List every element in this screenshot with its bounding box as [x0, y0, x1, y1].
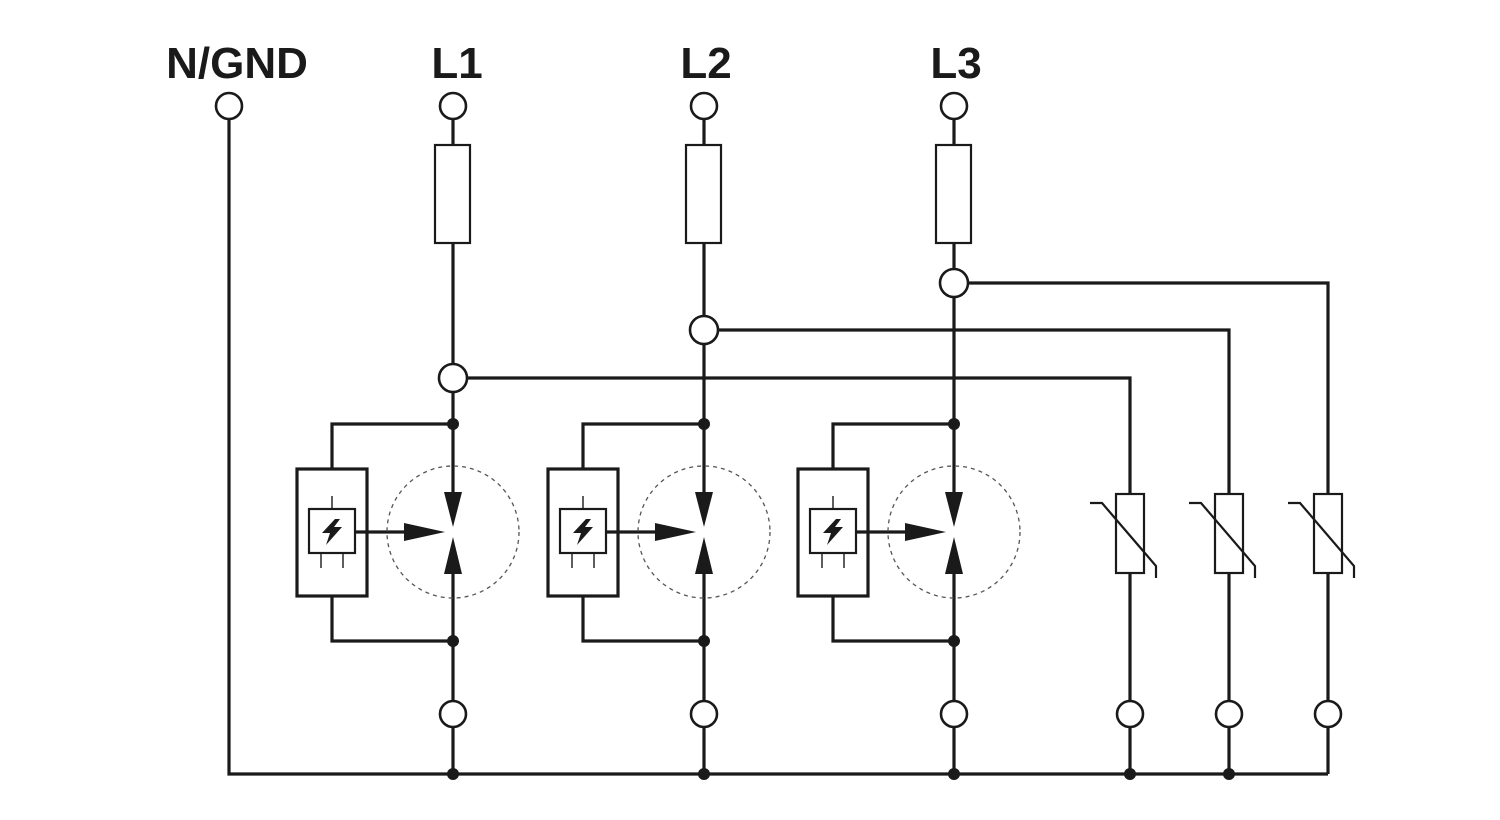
spark-gap-lower-electrode-l2 [695, 537, 713, 574]
lightning-icon-l2 [573, 519, 593, 545]
bus-junction-l1 [447, 768, 459, 780]
l2-varistor-tap [718, 328, 1231, 494]
node-l3 [938, 267, 970, 299]
bus-junction-var2 [1223, 768, 1235, 780]
terminal-n-gnd [214, 91, 244, 121]
terminal-l2-top [689, 91, 719, 121]
fuse-l3 [934, 143, 973, 245]
l3-varistor-tap [968, 281, 1330, 494]
phase-l2-branch [546, 91, 771, 729]
spark-gap-outline-l2 [637, 465, 771, 599]
fuse-l2 [684, 143, 723, 245]
label-l3: L3 [930, 39, 981, 88]
spark-gap-outline-l3 [887, 465, 1021, 599]
lightning-icon-l3 [823, 519, 843, 545]
spark-gap-outline-l1 [386, 465, 520, 599]
label-n-gnd: N/GND [166, 39, 308, 88]
label-l2: L2 [680, 39, 731, 88]
phase-l1-branch [295, 91, 520, 729]
terminal-l3-top [939, 91, 969, 121]
phase-l3-branch [796, 91, 1021, 729]
terminal-l2-bottom [689, 699, 719, 729]
terminal-varistor-3-bottom [1313, 699, 1343, 729]
terminal-l1-bottom [438, 699, 468, 729]
bus-junction-l3 [948, 768, 960, 780]
varistor-2 [1189, 492, 1257, 729]
n-gnd-conductor [227, 119, 1328, 776]
spark-gap-upper-electrode-l3 [945, 492, 963, 527]
spark-gap-upper-electrode-l1 [444, 492, 462, 527]
varistor-3 [1288, 492, 1356, 729]
node-l2 [688, 314, 720, 346]
spark-gap-lower-electrode-l3 [945, 537, 963, 574]
l1-varistor-tap [467, 376, 1132, 494]
lightning-icon-l1 [322, 519, 342, 545]
node-l1 [437, 362, 469, 394]
terminal-l1-top [438, 91, 468, 121]
bus-junction-var1 [1124, 768, 1136, 780]
spark-gap-lower-electrode-l1 [444, 537, 462, 574]
fuse-l1 [433, 143, 472, 245]
label-l1: L1 [431, 39, 482, 88]
bus-junction-l2 [698, 768, 710, 780]
spark-gap-upper-electrode-l2 [695, 492, 713, 527]
varistor-1 [1090, 492, 1158, 729]
terminal-varistor-2-bottom [1214, 699, 1244, 729]
terminal-varistor-1-bottom [1115, 699, 1145, 729]
terminal-l3-bottom [939, 699, 969, 729]
